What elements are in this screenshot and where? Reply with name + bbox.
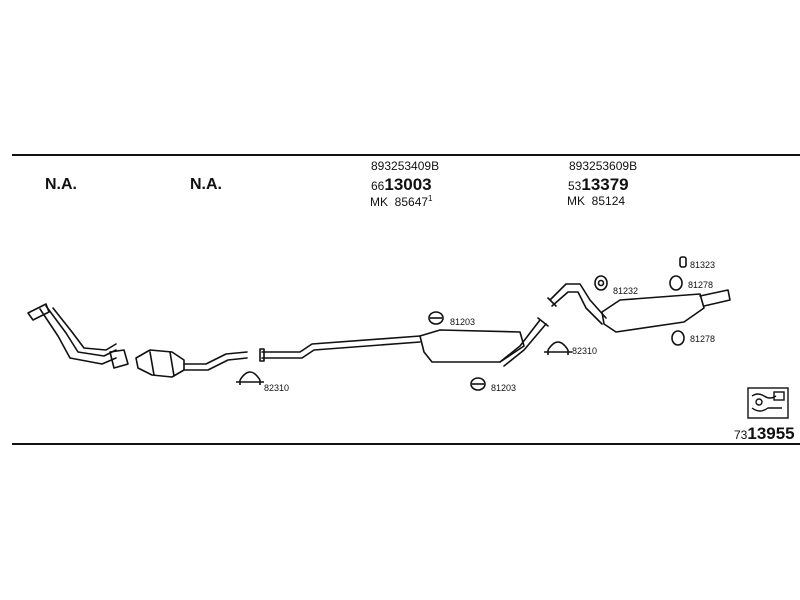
catalytic-converter <box>135 349 248 378</box>
column-4-oe-number: 893253609B <box>569 159 638 173</box>
clamp-icon-middle <box>544 341 572 355</box>
front-downpipe <box>27 303 129 369</box>
column-3-oe-number: 893253409B <box>371 159 440 173</box>
column-4-code-main: 13379 <box>581 175 629 194</box>
column-1-label: N.A. <box>45 176 77 193</box>
reference-main: 13955 <box>747 424 795 443</box>
ring-icon-top <box>669 275 683 291</box>
hanger-icon-top <box>679 256 687 268</box>
column-3-mk-note: 1 <box>428 194 433 203</box>
part-label-clamp-left: 82310 <box>264 383 290 393</box>
part-label-ring-top: 81278 <box>688 280 714 290</box>
column-4-mk-value: 85124 <box>591 194 626 208</box>
diagram-reference-number: 7313955 <box>734 424 795 444</box>
reference-prefix: 73 <box>734 428 748 442</box>
part-label-ring-mid-top: 81203 <box>450 317 476 327</box>
column-3-mk-number: MK 856471 <box>370 194 433 209</box>
part-label-ring-mid-bottom: 81203 <box>491 383 517 393</box>
column-3-mk-value: 85647 <box>394 195 429 209</box>
rubber-ring-icon-mid-top <box>428 311 444 325</box>
rubber-ring-icon-rear <box>594 275 608 291</box>
clamp-icon-left <box>236 371 264 385</box>
column-3-code-main: 13003 <box>384 175 432 194</box>
ring-icon-bottom <box>671 330 685 346</box>
middle-pipe <box>259 335 421 362</box>
column-4-mk-prefix: MK <box>567 194 585 208</box>
diagram-reference-icon <box>747 387 789 419</box>
rear-silencer <box>547 283 731 333</box>
part-label-hanger-top: 81323 <box>690 260 716 270</box>
top-divider <box>12 154 800 156</box>
part-label-clamp-middle: 82310 <box>572 346 598 356</box>
column-3-part-number: 6613003 <box>371 175 432 195</box>
bottom-divider <box>12 443 800 445</box>
column-4-mk-number: MK 85124 <box>567 194 625 208</box>
column-3-code-prefix: 66 <box>371 179 385 193</box>
column-4-code-prefix: 53 <box>568 179 582 193</box>
column-4-part-number: 5313379 <box>568 175 629 195</box>
column-2-label: N.A. <box>190 176 222 193</box>
part-label-ring-bottom: 81278 <box>690 334 716 344</box>
column-3-mk-prefix: MK <box>370 195 388 209</box>
rubber-ring-icon-mid-bottom <box>470 377 486 391</box>
centre-silencer <box>419 317 549 367</box>
part-label-ring-rear: 81232 <box>613 286 639 296</box>
